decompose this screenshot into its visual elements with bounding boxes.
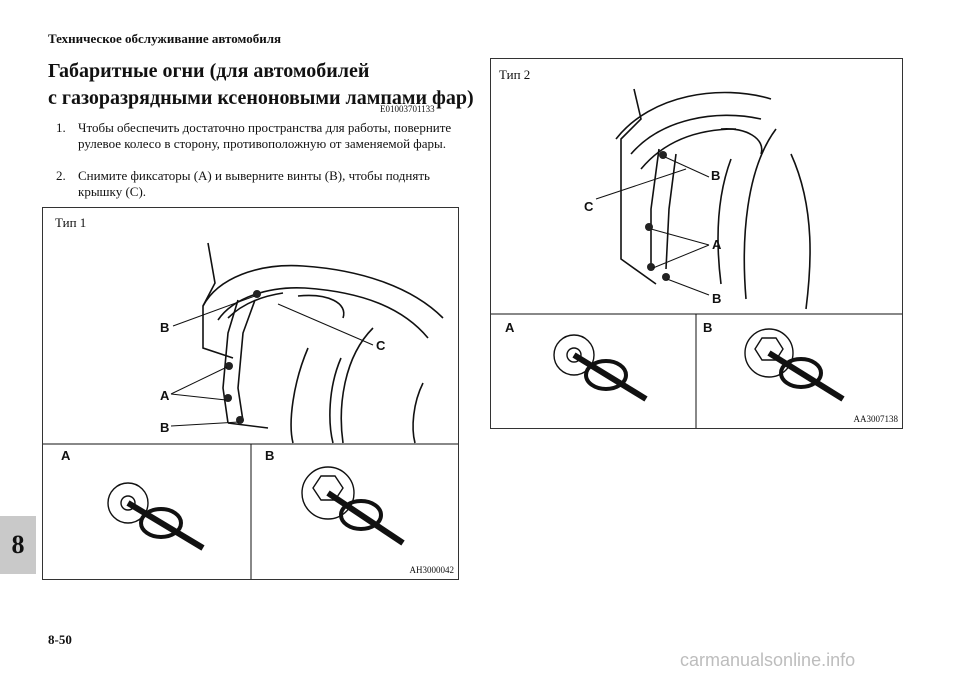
callout-b-top: B [160, 320, 169, 335]
figure-type-2: Тип 2 B C [490, 58, 903, 429]
clip-removal-icon [107, 482, 205, 551]
callout-a: A [160, 388, 170, 403]
wheel-arch-illustration: B C A B A B [491, 88, 902, 428]
figure-label: Тип 2 [499, 67, 531, 82]
panel-b-label: B [703, 320, 712, 335]
callout-b-bottom: B [712, 291, 721, 306]
figure-code: AH3000042 [409, 565, 455, 575]
screw-removal-icon [301, 466, 405, 546]
section-title: Габаритные огни (для автомобилей с газор… [48, 58, 474, 112]
figure-label: Тип 1 [55, 215, 87, 230]
wheel-arch-illustration: B C A B A B [43, 242, 458, 579]
clip-icon [225, 362, 233, 370]
callout-a: A [712, 237, 722, 252]
step-number: 2. [56, 168, 66, 183]
figure-type-1: Тип 1 [42, 207, 459, 580]
step-text: Чтобы обеспечить достаточно пространства… [78, 120, 452, 151]
clip-icon [647, 263, 655, 271]
panel-a-label: A [505, 320, 515, 335]
section-title-line-1: Габаритные огни (для автомобилей [48, 60, 370, 82]
section-title-line-2: с газоразрядными ксеноновыми лампами фар… [48, 87, 474, 109]
clip-icon [645, 223, 653, 231]
clip-icon [224, 394, 232, 402]
running-header: Техническое обслуживание автомобиля [48, 31, 282, 46]
step-1: 1. Чтобы обеспечить достаточно пространс… [48, 120, 468, 168]
watermark: carmanualsonline.info [680, 650, 856, 670]
callout-b-top: B [711, 168, 720, 183]
panel-b-label: B [265, 448, 274, 463]
step-text: Снимите фиксаторы (A) и выверните винты … [78, 168, 430, 199]
screw-icon [236, 416, 244, 424]
step-2: 2. Снимите фиксаторы (A) и выверните вин… [48, 168, 468, 200]
callout-b-bottom: B [160, 420, 169, 435]
step-number: 1. [56, 120, 66, 135]
chapter-tab: 8 [0, 516, 36, 574]
page-number: 8-50 [48, 632, 72, 647]
panel-a-label: A [61, 448, 71, 463]
clip-removal-icon [553, 334, 648, 402]
callout-c: C [376, 338, 386, 353]
callout-c: C [584, 199, 594, 214]
section-code: E01003701133 [380, 104, 435, 114]
screw-removal-icon [744, 328, 845, 402]
figure-code: AA3007138 [853, 414, 899, 424]
